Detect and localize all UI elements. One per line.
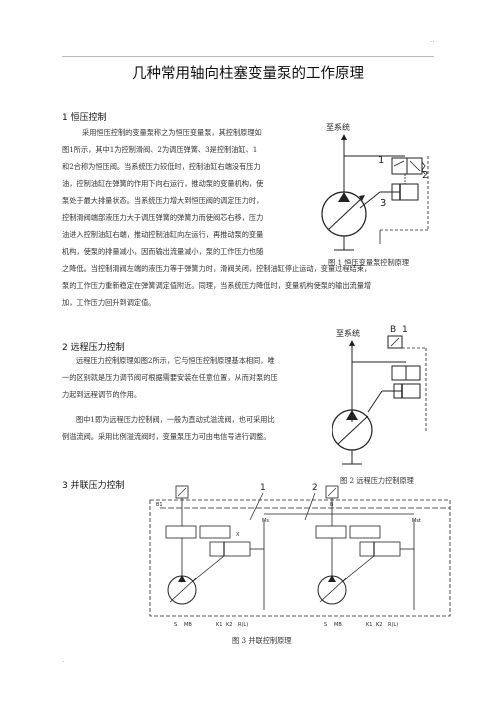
s1-line-7: 油进入控制油缸右端，推动控制油缸向左运行，再推动泵的变量 xyxy=(62,230,264,239)
svg-text:K2: K2 xyxy=(226,622,232,628)
fig3-port-b1: B1 xyxy=(156,502,163,508)
s2-line-5: 例溢流阀。采用比例溢流阀时，变量泵压力可由电信号进行调整。 xyxy=(62,432,271,441)
figure-2-caption: 图 2 远程压力控制原理 xyxy=(340,476,414,485)
s2-line-1: 远程压力控制原理如图2所示，它与恒压控制原理基本相同，唯 xyxy=(76,356,275,365)
figure-3-diagram: 1 2 B1 B Ms Mst X S MB K1 K2 R(L) xyxy=(149,483,451,628)
fig2-system-label: 至系统 xyxy=(336,328,360,338)
svg-text:R(L): R(L) xyxy=(388,622,398,628)
svg-text:MB: MB xyxy=(334,622,342,628)
s2-line-2: 一的区别就是压力调节阀可根据需要安装在任意位置，从而对泵的压 xyxy=(62,373,278,382)
s1-line-3: 和2合称为恒压阀。当系统压力较低时，控制油缸右端没有压力 xyxy=(62,162,261,171)
svg-text:K1: K1 xyxy=(366,622,372,628)
fig3-port-mst: Mst xyxy=(412,518,421,524)
page-title: 几种常用轴向柱塞变量泵的工作原理 xyxy=(132,66,364,82)
svg-text:K1: K1 xyxy=(216,622,222,628)
figure-3-caption: 图 3 并联控制原理 xyxy=(232,636,292,645)
section-1-heading: 1 恒压控制 xyxy=(62,113,107,123)
svg-text:R(L): R(L) xyxy=(238,622,248,628)
s1-line-6: 控制滑阀端部液压力大于调压弹簧的弹簧力而使阀芯右移，压力 xyxy=(62,213,264,222)
svg-text:MB: MB xyxy=(184,622,192,628)
fig3-port-x: X xyxy=(236,532,240,538)
corner-mark: .. xyxy=(430,36,435,44)
fig3-callout-2: 2 xyxy=(312,483,318,493)
s1-line-9: 之降低。当控制滑阀左端的液压力等于弹簧力时，滑阀关闭，控制油缸停止运动，变量过程… xyxy=(62,264,372,273)
s1-line-10: 泵的工作压力重新稳定在弹簧调定值附近。同理，当系统压力降低时，变量机构使泵的输出… xyxy=(62,281,372,290)
fig3-port-ms: Ms xyxy=(262,518,269,524)
fig1-label-2: 2 xyxy=(422,170,428,181)
svg-text:S: S xyxy=(174,622,177,628)
fig1-label-1: 1 xyxy=(378,155,384,166)
s1-line-4: 油，控制油缸在弹簧的作用下向右运行，推动泵的变量机构，使 xyxy=(62,179,264,188)
footer-mark: . xyxy=(62,656,65,664)
fig2-label-1: 1 xyxy=(402,325,408,335)
s1-line-11: 加，工作压力回升到调定值。 xyxy=(62,298,156,307)
s2-line-3: 力起到远程调节的作用。 xyxy=(62,390,142,399)
section-1-body: 采用恒压控制的变量泵称之为恒压变量泵，其控制原理如 图1所示，其中1为控制滑阀、… xyxy=(62,124,434,311)
svg-text:K2: K2 xyxy=(376,622,382,628)
header-rule xyxy=(62,56,434,57)
figure-2-diagram: 至系统 B 1 xyxy=(332,325,427,465)
fig2-remote-valve xyxy=(387,335,403,349)
fig3-right-unit: S MB K1 K2 R(L) xyxy=(315,485,415,628)
figure-1-caption: 图 1 恒压变量泵控制原理 xyxy=(328,258,410,267)
fig3-left-unit: S MB K1 K2 R(L) xyxy=(165,485,265,628)
fig1-system-label: 至系统 xyxy=(326,122,350,132)
s1-line-2: 图1所示，其中1为控制滑阀、2为调压弹簧、3是控制油缸、1 xyxy=(62,145,258,154)
svg-text:S: S xyxy=(324,622,327,628)
section-3-heading: 3 并联压力控制 xyxy=(62,481,125,491)
figure-1-diagram: 至系统 1 2 3 xyxy=(321,122,429,251)
fig1-label-3: 3 xyxy=(380,198,386,209)
fig3-callout-1: 1 xyxy=(260,483,266,493)
section-2-heading: 2 远程压力控制 xyxy=(62,343,125,353)
fig3-outer-frame xyxy=(149,499,451,617)
fig2-label-b: B xyxy=(390,325,396,335)
s1-line-1: 采用恒压控制的变量泵称之为恒压变量泵，其控制原理如 xyxy=(82,128,262,137)
section-2-body: 远程压力控制原理如图2所示，它与恒压控制原理基本相同，唯 一的区别就是压力调节阀… xyxy=(62,352,332,445)
s2-line-4: 图中1即为远程压力控制阀，一般为直动式溢流阀，也可采用比 xyxy=(76,415,275,424)
s1-line-5: 泵处于最大排量状态。当系统压力增大到恒压阀的调定压力时， xyxy=(62,196,264,205)
s1-line-8: 机构，使泵的排量减小，因而输出流量减小，泵的工作压力也随 xyxy=(62,247,264,256)
